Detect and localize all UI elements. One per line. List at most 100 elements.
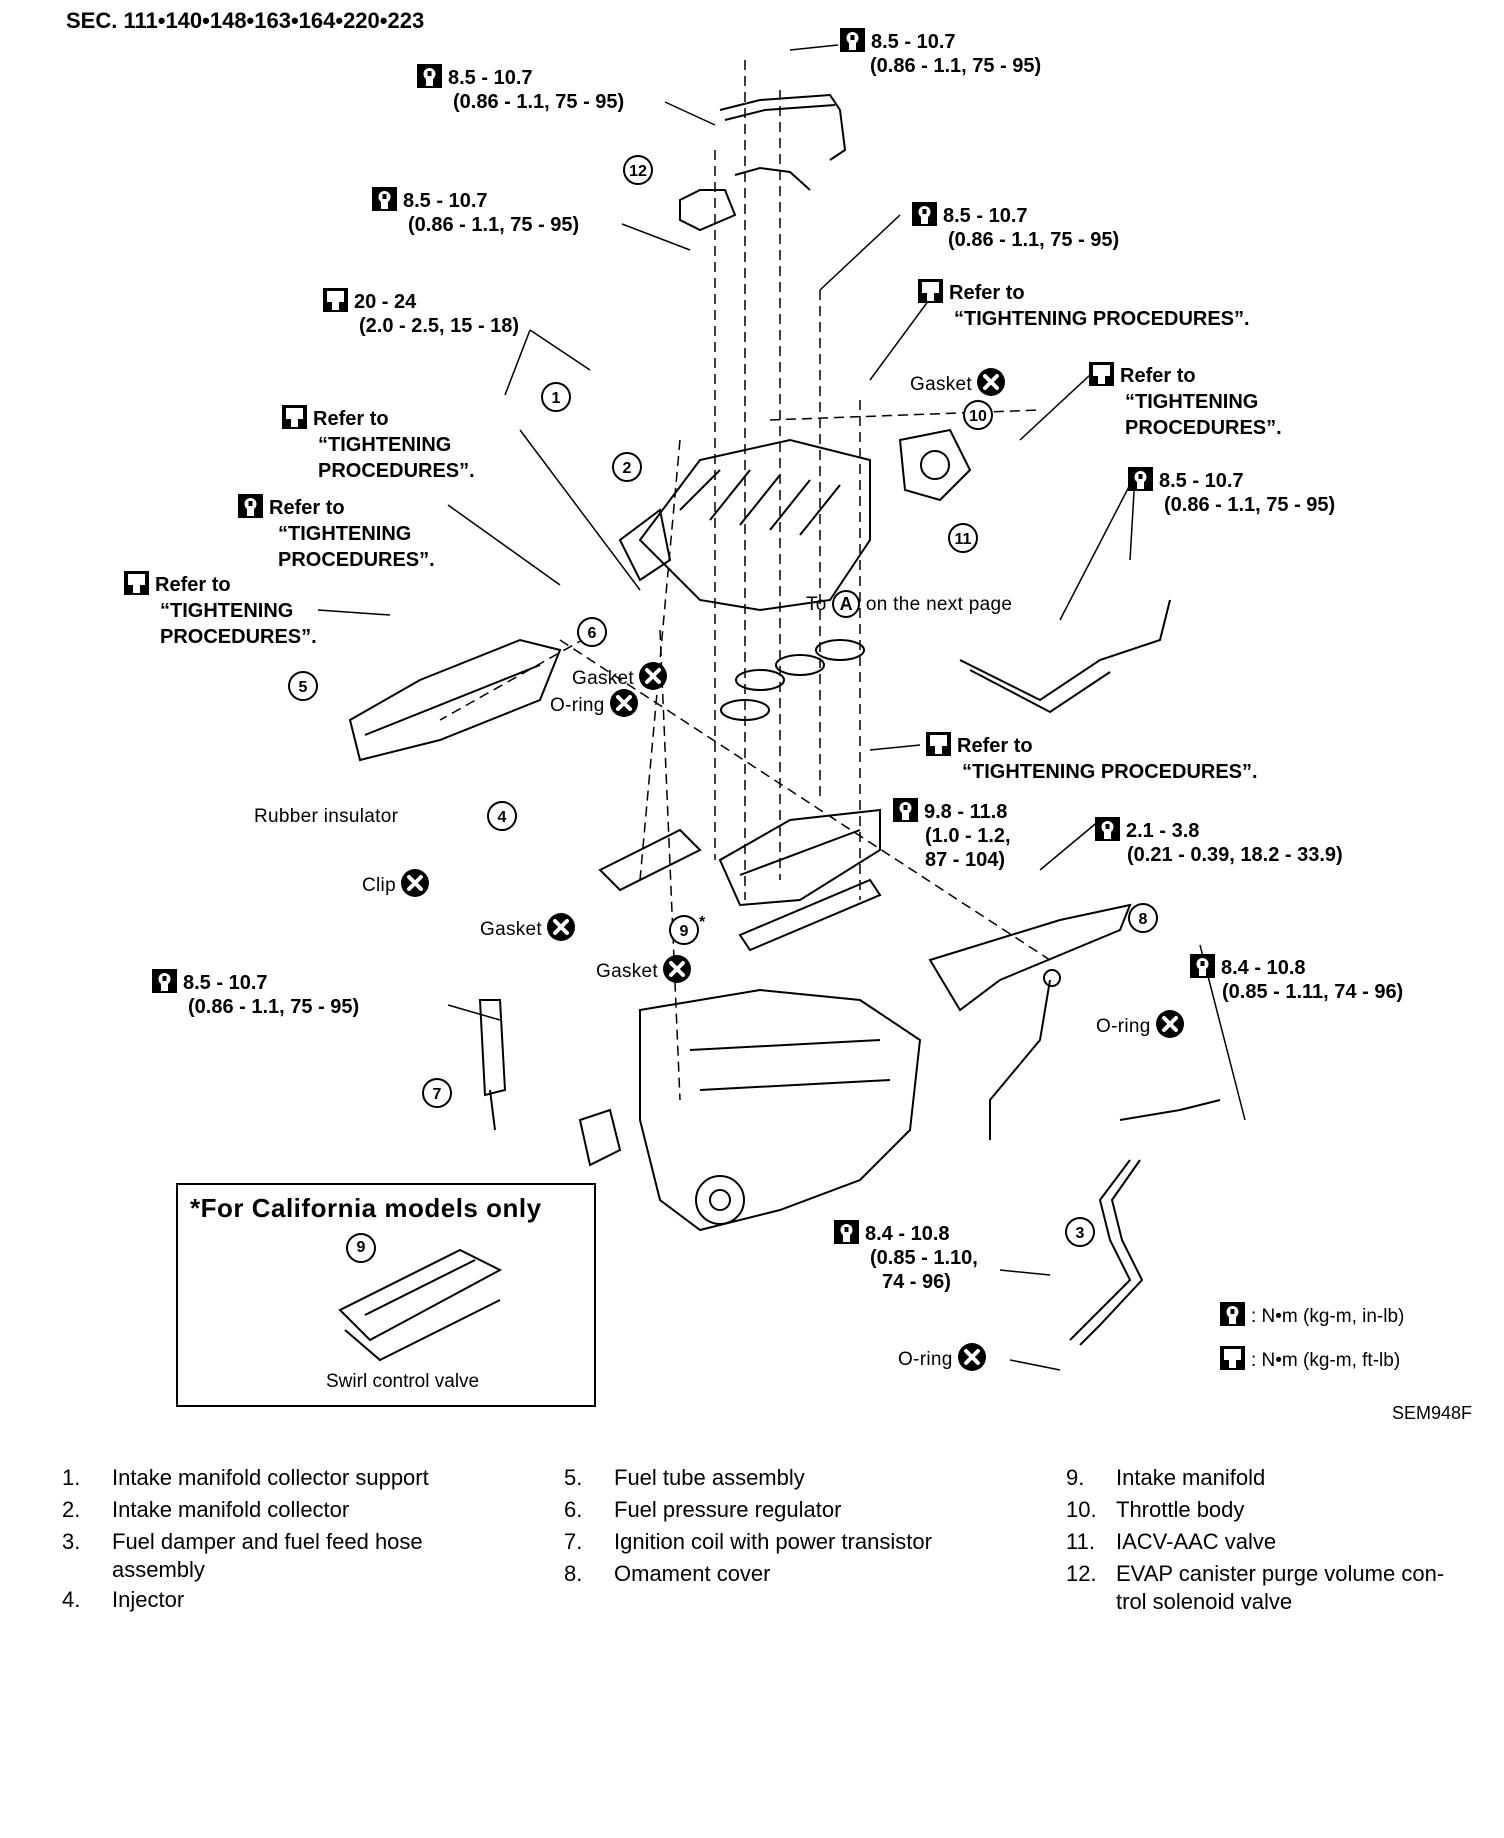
torque-detail: 87 - 104) (925, 849, 1006, 871)
torque-detail: (0.86 - 1.1, 75 - 95) (408, 214, 580, 236)
torque-label-10: 8.5 - 10.7 (0.86 - 1.1, 75 - 95) (152, 969, 359, 1019)
torque-detail: (0.21 - 0.39, 18.2 - 33.9) (1127, 844, 1343, 866)
torque-value: 8.5 - 10.7 (403, 190, 488, 212)
torque-label-9: 8.4 - 10.8 (0.85 - 1.11, 74 - 96) (1190, 954, 1403, 1004)
california-inset: *For California models only 9 Swirl cont… (176, 1183, 596, 1407)
refer-label-e: Refer to “TIGHTENING PROCEDURES”. (124, 571, 317, 650)
ignition-coil-lower (578, 1108, 622, 1167)
svg-text:5: 5 (299, 679, 308, 696)
torque-label-5: 20 - 24 (2.0 - 2.5, 15 - 18) (323, 288, 519, 338)
torque-ft-lb-icon (1220, 1346, 1245, 1370)
intake-manifold (718, 808, 881, 907)
fuel-tubes-top (679, 93, 847, 232)
inset-title: *For California models only (190, 1193, 542, 1223)
torque-detail: (0.86 - 1.1, 75 - 95) (948, 229, 1120, 251)
ornament-cover (928, 903, 1132, 1012)
callout-8: 8 (1128, 903, 1158, 933)
legend-in-lb: : N•m (kg-m, in-lb) (1220, 1302, 1404, 1328)
callout-4: 4 (487, 801, 517, 831)
svg-text:12: 12 (629, 163, 647, 180)
intake-gaskets (720, 639, 865, 721)
parts-list-item: 7.Ignition coil with power transistor (564, 1529, 932, 1554)
callout-3: 3 (1065, 1217, 1095, 1247)
torque-detail: (0.86 - 1.1, 75 - 95) (870, 55, 1042, 77)
callout-9: 9 (669, 915, 699, 945)
callout-2: 2 (612, 452, 642, 482)
legend-ft-lb: : N•m (kg-m, ft-lb) (1220, 1346, 1400, 1372)
callout-9-star: * (699, 914, 706, 931)
torque-in-lb-icon (1220, 1302, 1245, 1326)
torque-value: 2.1 - 3.8 (1126, 820, 1200, 842)
torque-label-1: 8.5 - 10.7 (0.86 - 1.1, 75 - 95) (840, 28, 1041, 78)
torque-detail: (0.85 - 1.11, 74 - 96) (1222, 981, 1404, 1003)
refer-label-a: Refer to “TIGHTENING PROCEDURES”. (918, 279, 1250, 332)
ignition-coil (478, 999, 507, 1131)
figure-code: SEM948F (1392, 1403, 1473, 1423)
torque-label-7: 9.8 - 11.8 (1.0 - 1.2, 87 - 104) (893, 798, 1011, 872)
to-a-next-page-label: To A on the next page (806, 590, 1012, 618)
oring-label-damper: O-ring (898, 1342, 987, 1372)
manifold-gaskets (598, 828, 882, 952)
callout-10: 10 (963, 400, 993, 430)
svg-text:9: 9 (680, 923, 689, 940)
parts-list-item: 6.Fuel pressure regulator (564, 1497, 842, 1522)
parts-list-item: 11.IACV-AAC valve (1066, 1529, 1277, 1554)
torque-detail: 74 - 96) (882, 1271, 951, 1293)
gasket-label-throttle: Gasket (910, 367, 1006, 397)
intake-collector (618, 438, 871, 612)
rubber-insulator-label: Rubber insulator (254, 806, 399, 827)
parts-list-item: 2.Intake manifold collector (62, 1497, 350, 1522)
torque-value: 8.5 - 10.7 (1159, 470, 1244, 492)
torque-value: 9.8 - 11.8 (924, 801, 1008, 823)
evap-hose-right (959, 599, 1171, 714)
fuel-feed-hose (1069, 1099, 1221, 1346)
inset-caption: Swirl control valve (326, 1371, 480, 1392)
torque-detail: (0.86 - 1.1, 75 - 95) (188, 996, 360, 1018)
inset-callout-9: 9 (346, 1233, 376, 1263)
svg-text:11: 11 (955, 531, 972, 548)
dipstick (989, 969, 1061, 1140)
torque-value: 8.4 - 10.8 (865, 1223, 950, 1245)
svg-text:4: 4 (498, 809, 507, 826)
svg-text:8: 8 (1139, 911, 1148, 928)
callout-a: A (832, 590, 861, 618)
svg-text:2: 2 (623, 460, 632, 477)
fuel-tube-assembly (348, 638, 562, 762)
refer-label-c: Refer to “TIGHTENING PROCEDURES”. (282, 405, 475, 484)
parts-list-item: 1.Intake manifold collector support (62, 1465, 429, 1490)
torque-label-11: 8.4 - 10.8 (0.85 - 1.10, 74 - 96) (834, 1220, 978, 1294)
svg-text:1: 1 (552, 390, 561, 407)
parts-list: 1.Intake manifold collector support 2.In… (62, 1464, 1482, 1664)
inset-drawing (338, 1248, 503, 1362)
parts-list-item: 9.Intake manifold (1066, 1465, 1266, 1490)
gasket-label-manifold-upper: Gasket (480, 912, 576, 942)
torque-detail: (0.86 - 1.1, 75 - 95) (453, 91, 625, 113)
torque-value: 8.4 - 10.8 (1221, 957, 1306, 979)
callout-11: 11 (948, 523, 978, 553)
svg-text:7: 7 (433, 1086, 442, 1103)
svg-text:6: 6 (588, 625, 597, 642)
parts-list-item: 5.Fuel tube assembly (564, 1465, 805, 1490)
svg-text:10: 10 (969, 408, 987, 425)
torque-label-4: 8.5 - 10.7 (0.86 - 1.1, 75 - 95) (912, 202, 1119, 252)
refer-label-b: Refer to “TIGHTENING PROCEDURES”. (1089, 362, 1282, 441)
refer-label-d: Refer to “TIGHTENING PROCEDURES”. (238, 494, 435, 573)
engine-block (639, 988, 922, 1232)
gasket-label-manifold-lower: Gasket (596, 954, 692, 984)
parts-list-item: 12.EVAP canister purge volume con-trol s… (1066, 1561, 1445, 1614)
gasket-label-collector: Gasket (572, 661, 668, 691)
parts-list-item: 10.Throttle body (1066, 1497, 1245, 1522)
oring-label-feed-hose: O-ring (1096, 1009, 1185, 1039)
assembly-guide-lines (439, 60, 1051, 1101)
parts-list-item: 4.Injector (62, 1587, 185, 1612)
torque-label-3: 8.5 - 10.7 (0.86 - 1.1, 75 - 95) (372, 187, 579, 237)
torque-detail: (2.0 - 2.5, 15 - 18) (359, 315, 520, 337)
oring-label-injector: O-ring (550, 688, 639, 718)
throttle-body (898, 428, 972, 502)
svg-text:3: 3 (1076, 1225, 1085, 1242)
torque-detail: (0.85 - 1.10, (870, 1247, 978, 1269)
torque-label-2: 8.5 - 10.7 (0.86 - 1.1, 75 - 95) (417, 64, 624, 114)
torque-detail: (0.86 - 1.1, 75 - 95) (1164, 494, 1336, 516)
callout-7: 7 (422, 1078, 452, 1108)
